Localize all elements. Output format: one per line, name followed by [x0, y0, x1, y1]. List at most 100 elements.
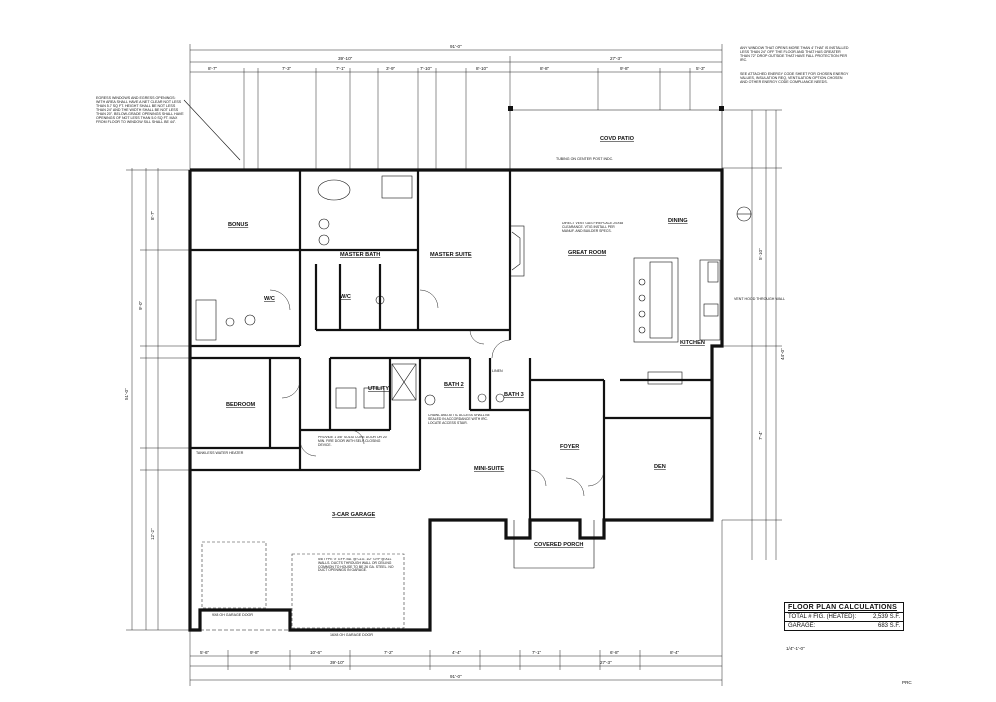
room-bonus: BONUS — [228, 222, 248, 228]
interior-walls — [190, 170, 712, 520]
dim-seg: 5'-10" — [758, 248, 763, 260]
fireplace-note: DIRECT VENT GAS FIREPLACE 20X48 CLEARANC… — [562, 222, 623, 233]
shower — [381, 175, 413, 199]
overall-width: 91'-0" — [450, 44, 462, 49]
parking-stall — [201, 541, 267, 609]
tubing-note: TUBING ON CENTER POST INDC. — [556, 157, 613, 161]
room-master-suite: MASTER SUITE — [430, 252, 472, 258]
room-bath3: BATH 3 — [504, 392, 524, 398]
dim-seg: 7'-1" — [532, 650, 542, 655]
dim-bottom-right: 27'-3" — [600, 660, 612, 665]
parking-stall — [291, 553, 405, 629]
energy-note: SEE ATTACHED ENERGY CODE SHEET FOR CHOSE… — [740, 72, 848, 84]
tankless-note: TANKLESS WATER HEATER — [196, 451, 244, 455]
room-utility: UTILITY — [368, 386, 389, 392]
room-master-bath: MASTER BATH — [340, 252, 380, 258]
dim-seg: 3'-9" — [386, 66, 396, 71]
stool — [638, 326, 646, 334]
calc-row-garage: GARAGE: 683 S.F. — [785, 622, 903, 630]
top-dimension-text: 91'-0" 39'-10" 27'-3" 8'-7" 7'-3" 7'-1" … — [208, 44, 706, 71]
bottom-dimension-lines — [189, 520, 723, 686]
room-linen: LINEN — [492, 369, 503, 373]
sink — [318, 218, 330, 230]
kitchen-fixtures — [633, 257, 721, 385]
room-covered-porch: COVERED PORCH — [534, 542, 583, 548]
fire-door-note: PROVIDE 1 3/8" SOLID CORE DOOR OR 20 MIN… — [318, 436, 387, 447]
sink — [244, 314, 256, 326]
dim-depth-right: 44'-0" — [780, 348, 785, 360]
fireplace — [509, 225, 525, 277]
counter — [699, 259, 721, 341]
room-wic: W/C — [264, 296, 275, 302]
room-covd-patio: COVD PATIO — [600, 136, 635, 142]
garage-door-label: 16X8 OH GARAGE DOOR — [330, 633, 373, 637]
range — [703, 303, 719, 317]
right-dimension-text: 44'-0" 5'-10" 7'-4" — [758, 248, 785, 440]
room-garage: 3-CAR GARAGE — [332, 512, 375, 518]
door-swings — [269, 289, 605, 497]
dim-seg: 9'-0" — [138, 300, 143, 310]
stool — [638, 294, 646, 302]
dim-seg: 5'-6" — [200, 650, 210, 655]
room-great-room: GREAT ROOM — [568, 250, 606, 256]
dim-bottom-overall: 91'-0" — [450, 674, 462, 679]
dim-seg: 9'-8" — [620, 66, 630, 71]
room-mini-suite: MINI-SUITE — [474, 466, 504, 472]
room-bedroom: BEDROOM — [226, 402, 256, 408]
room-wic-master: W/C — [340, 294, 351, 300]
island-top — [649, 261, 673, 339]
dim-seg: 7'-4" — [758, 430, 763, 440]
dim-seg: 4'-4" — [452, 650, 462, 655]
dim-seg: 8'-7" — [150, 210, 155, 220]
patio-post — [508, 106, 513, 111]
annotation-notes: EGRESS WINDOWS AND EGRESS OPENINGS: WITH… — [96, 46, 849, 637]
toilet — [225, 317, 235, 327]
scale-label: 1/4"-1'-0" — [786, 646, 805, 651]
leader-line — [183, 99, 241, 161]
crawl-note: CRAWL AND ATTIC ACCESS SHALL BE SEALED I… — [428, 414, 490, 425]
top-right-note: ANY WINDOW THAT OPENS MORE THAN 4' THAT … — [740, 46, 849, 62]
right-dimension-lines — [722, 109, 782, 560]
tub — [195, 299, 217, 341]
room-dining: DINING — [668, 218, 688, 224]
sink — [318, 234, 330, 246]
bottom-dimension-text: 5'-6" 9'-8" 10'-6" 7'-2" 4'-4" 7'-1" 6'-… — [200, 650, 680, 679]
egress-note: EGRESS WINDOWS AND EGRESS OPENINGS: WITH… — [96, 96, 184, 124]
section-marker — [736, 206, 752, 222]
calc-garage-value: 683 S.F. — [877, 623, 900, 629]
toilet — [477, 393, 487, 403]
floor-plan-calculations: FLOOR PLAN CALCULATIONS TOTAL # FIG. (HE… — [784, 602, 904, 631]
room-foyer: FOYER — [560, 444, 579, 450]
dim-seg: 7'-2" — [384, 650, 394, 655]
calc-title: FLOOR PLAN CALCULATIONS — [785, 603, 903, 613]
dim-seg: 7'-3" — [282, 66, 292, 71]
calc-heated-value: 2,539 S.F. — [872, 614, 900, 620]
dim-seg: 7'-1" — [336, 66, 346, 71]
left-dimension-lines — [126, 168, 190, 631]
room-bath2: BATH 2 — [444, 382, 464, 388]
exterior-walls — [188, 106, 724, 632]
dim-seg: 5'-3" — [696, 66, 706, 71]
left-dimension-text: 51'-0" 9'-0" 8'-7" 12'-2" — [124, 210, 155, 540]
stool — [638, 278, 646, 286]
kitchen-island — [633, 257, 679, 343]
sink — [424, 394, 436, 406]
dim-right-top: 27'-3" — [610, 56, 622, 61]
sheet-label: PRC — [902, 680, 912, 685]
dim-seg: 7'-10" — [420, 66, 432, 71]
calc-heated-label: TOTAL # FIG. (HEATED): — [788, 614, 857, 620]
dim-seg: 6'-8" — [610, 650, 620, 655]
dim-seg: 9'-8" — [250, 650, 260, 655]
dim-depth-left: 51'-0" — [124, 388, 129, 400]
sink — [495, 393, 505, 403]
top-dimension-lines — [189, 44, 723, 170]
stair — [707, 261, 719, 283]
garage-door-label-2: 9X8 OH GARAGE DOOR — [212, 613, 253, 617]
dim-seg: 8'-8" — [540, 66, 550, 71]
stool — [638, 310, 646, 318]
vent-hood-note: VENT HOOD THROUGH WALL — [734, 297, 785, 301]
garage-detail — [200, 541, 430, 631]
dim-seg: 8'-7" — [208, 66, 218, 71]
room-labels: BONUS MASTER BATH MASTER SUITE GREAT ROO… — [226, 136, 705, 548]
